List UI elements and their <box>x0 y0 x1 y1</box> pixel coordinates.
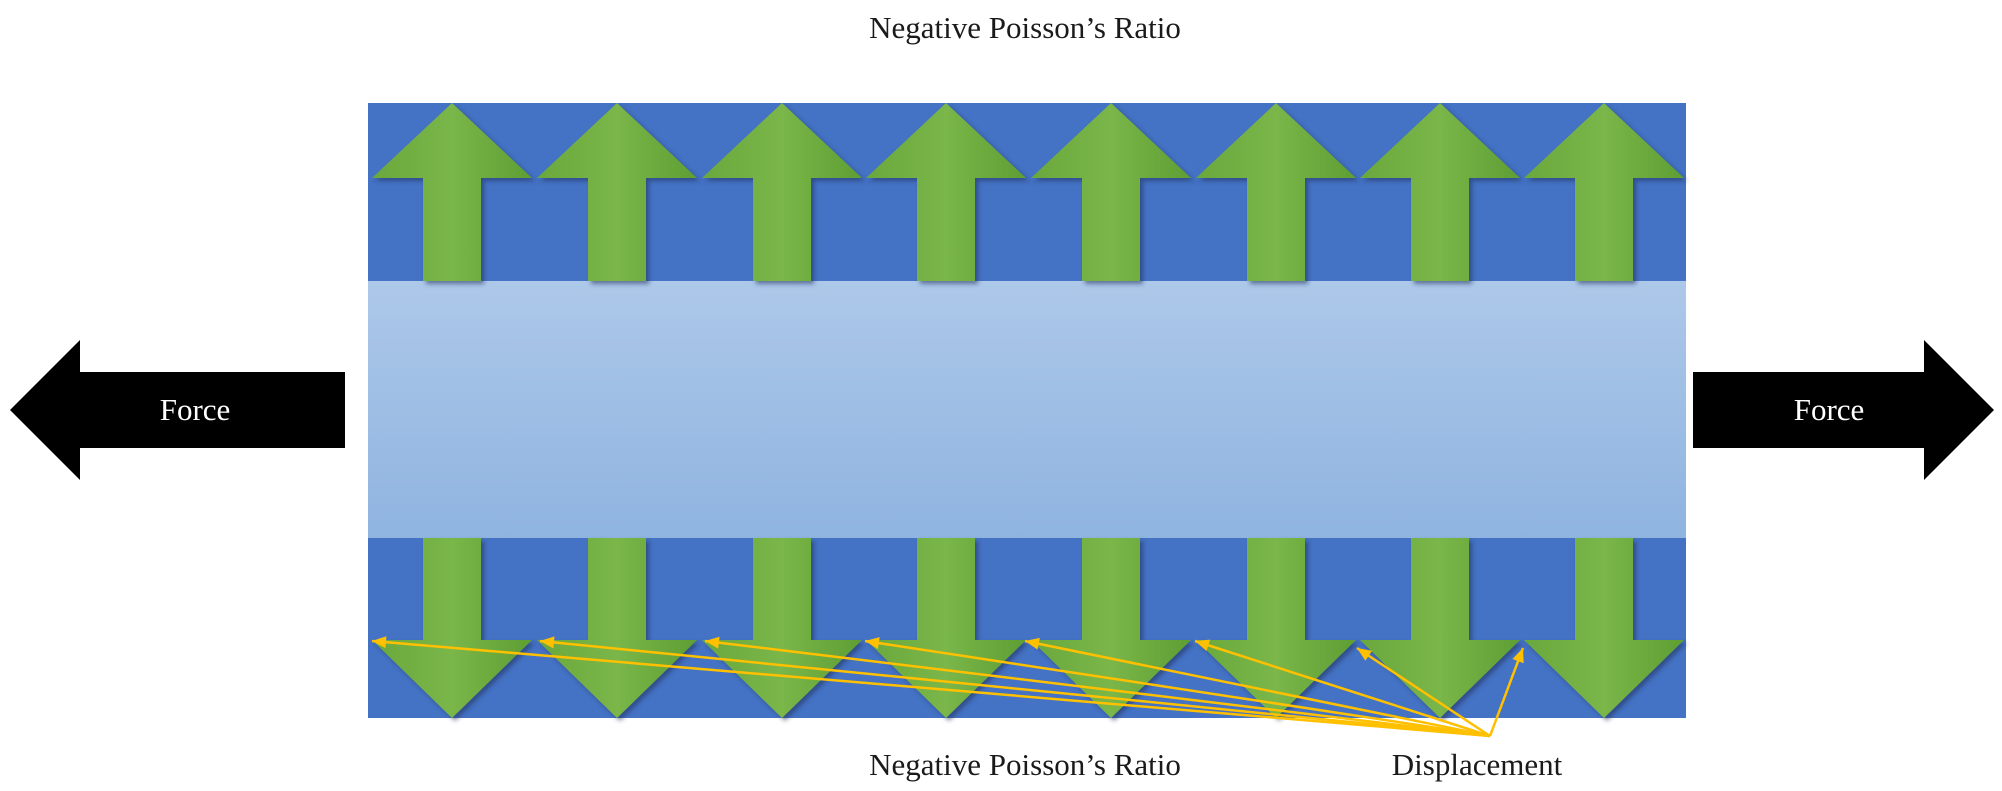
up-arrow-4 <box>866 103 1026 281</box>
displacement-line-4 <box>864 639 1491 738</box>
bottom-ratio-label: Negative Poisson’s Ratio <box>869 747 1181 782</box>
displacement-arrowhead-1 <box>372 636 387 649</box>
displacement-arrowhead-3 <box>705 636 720 649</box>
displacement-line-6 <box>1194 639 1491 738</box>
displacement-arrowhead-4 <box>865 637 880 650</box>
up-arrow-8 <box>1524 103 1684 281</box>
displacement-arrowhead-2 <box>540 636 555 649</box>
down-arrow-8 <box>1524 538 1684 718</box>
up-arrow-1 <box>372 103 532 281</box>
force-right-arrow <box>1693 340 1994 480</box>
down-arrow-4 <box>866 538 1026 718</box>
displacement-line-8 <box>1488 647 1525 737</box>
force-right-label: Force <box>1794 392 1865 427</box>
top-blue-band <box>368 103 1686 281</box>
displacement-line-1 <box>371 639 1491 738</box>
upward-arrow-row <box>372 103 1684 281</box>
displacement-line-3 <box>704 639 1491 738</box>
down-arrow-1 <box>372 538 532 718</box>
displacement-line-7 <box>1356 646 1491 738</box>
force-left-label: Force <box>160 392 231 427</box>
center-light-band <box>368 281 1686 538</box>
displacement-line-5 <box>1024 639 1491 738</box>
displacement-arrowhead-6 <box>1195 639 1211 652</box>
displacement-arrowhead-5 <box>1025 637 1040 650</box>
displacement-arrowhead-7 <box>1357 648 1372 661</box>
top-title: Negative Poisson’s Ratio <box>869 10 1181 45</box>
displacement-line-2 <box>539 639 1491 738</box>
up-arrow-7 <box>1360 103 1520 281</box>
down-arrow-6 <box>1196 538 1356 718</box>
up-arrow-2 <box>537 103 697 281</box>
displacement-arrowhead-8 <box>1512 648 1524 664</box>
down-arrow-2 <box>537 538 697 718</box>
up-arrow-5 <box>1031 103 1191 281</box>
displacement-lines <box>371 636 1525 738</box>
down-arrow-7 <box>1360 538 1520 718</box>
up-arrow-6 <box>1196 103 1356 281</box>
up-arrow-3 <box>702 103 862 281</box>
force-left-arrow <box>10 340 345 480</box>
bottom-blue-band <box>368 538 1686 718</box>
displacement-label: Displacement <box>1392 747 1563 782</box>
